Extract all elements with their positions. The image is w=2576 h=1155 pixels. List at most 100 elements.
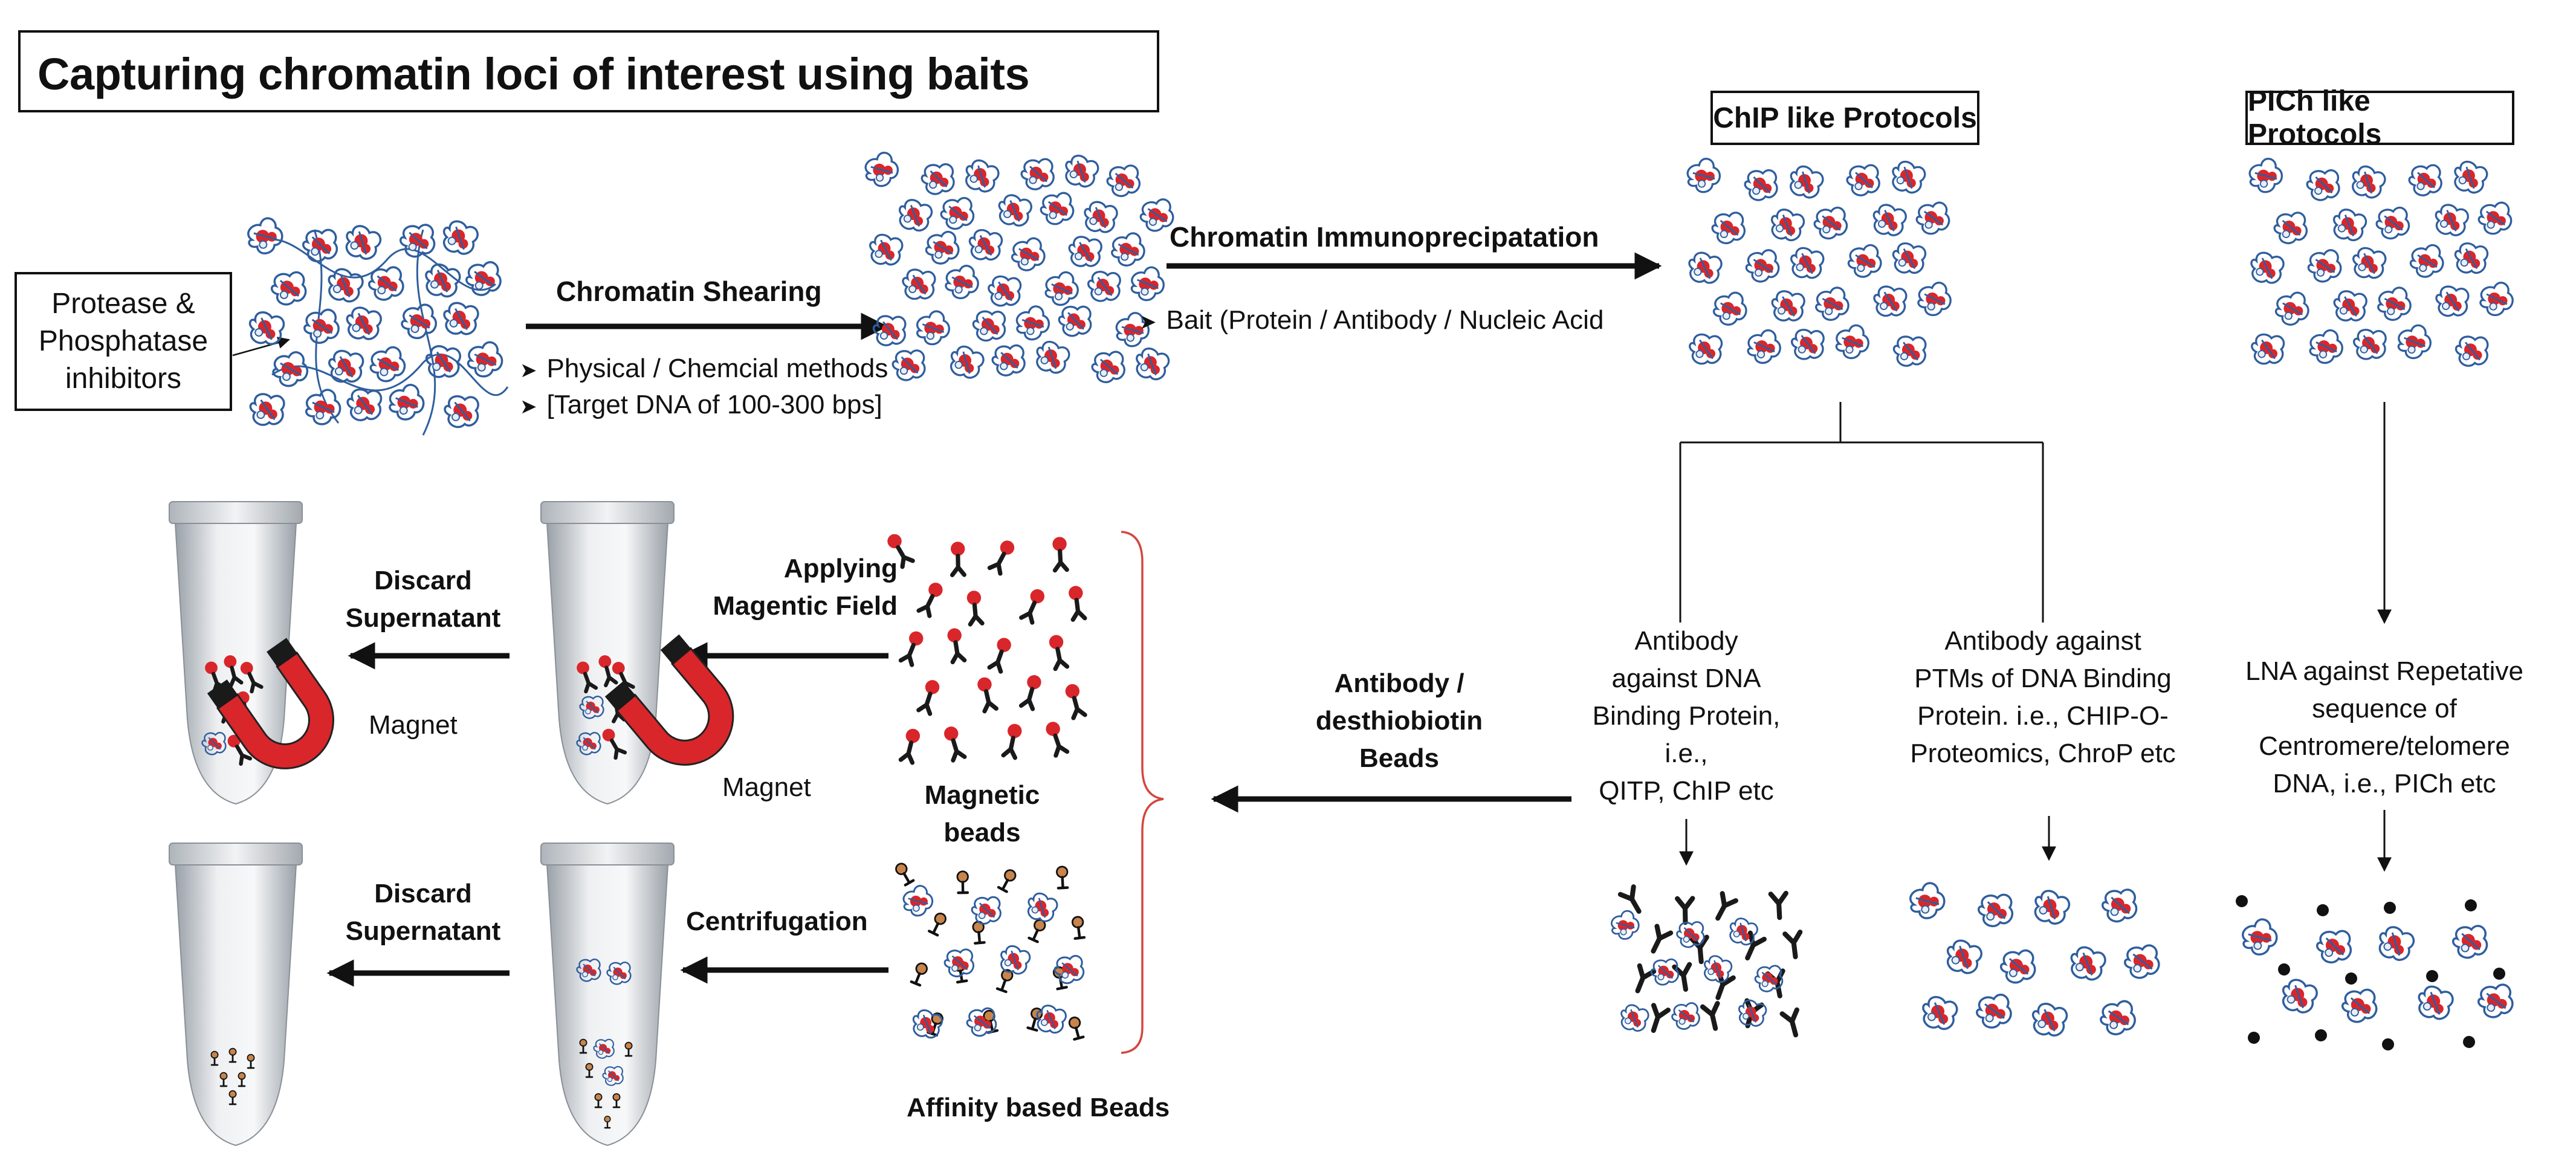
nucleosome-icon [943, 340, 988, 384]
lna-line-2: sequence of [2312, 694, 2457, 723]
antibody-icon [1692, 937, 1709, 963]
nucleosome-icon [1830, 322, 1874, 364]
antibody-icon [1646, 1005, 1668, 1032]
tube-affinity-discard [169, 843, 303, 1147]
nucleosome-icon [338, 220, 385, 266]
nucleosome-icon [321, 264, 367, 308]
nucleosome-icon [324, 346, 367, 387]
immunoprecip-bullet: ➤Bait (Protein / Antibody / Nucleic Acid [1139, 305, 1604, 335]
nucleosome-icon [1914, 200, 1952, 237]
nucleosome-icon [2450, 239, 2491, 279]
magnetic-bead-icon [917, 678, 941, 714]
lna-branch-text: LNA against Repetative sequence of Centr… [2215, 653, 2554, 803]
applying-line-1: Applying [783, 554, 898, 583]
nucleosome-icon [1129, 343, 1173, 386]
lna-probe-icon [2464, 899, 2477, 912]
nucleosome-icon [2027, 885, 2074, 931]
nucleosome-icon [2407, 163, 2443, 198]
pich-chromatin-cluster [2243, 154, 2517, 369]
nucleosome-icon [1891, 334, 1928, 369]
nucleosome-icon [2272, 211, 2309, 245]
antibody-icon [1785, 932, 1803, 957]
nucleosome-icon [1021, 888, 1061, 927]
nucleosome-icon [985, 273, 1024, 310]
lna-probe-icon [2492, 966, 2506, 981]
affinity-bead-icon [998, 869, 1017, 892]
nucleosome-icon [268, 349, 311, 390]
nucleosome-icon [992, 190, 1035, 232]
lna-bound-complexes [2233, 893, 2516, 1052]
nucleosome-icon [1681, 154, 1726, 199]
protease-line-3: inhibitors [65, 363, 182, 395]
beads-line-2: desthiobiotin [1315, 706, 1483, 736]
nucleosome-icon [1888, 239, 1929, 279]
affinity-bead-icon [911, 962, 929, 985]
nucleosome-icon [1029, 336, 1073, 380]
chip-protocols-header: ChIP like Protocols [1710, 91, 1979, 145]
nucleosome-icon [2372, 921, 2418, 967]
nucleosome-icon [2340, 988, 2379, 1024]
nucleosome-icon [994, 941, 1034, 980]
nucleosome-icon [243, 307, 288, 351]
nucleosome-icon [938, 196, 976, 231]
nucleosome-icon [1008, 235, 1049, 274]
nucleosome-icon [1783, 160, 1828, 204]
nucleosome-icon [940, 262, 983, 303]
nucleosome-icon [422, 342, 464, 382]
magnet-2 [604, 634, 734, 766]
magnetic-bead-icon [1064, 682, 1086, 718]
nucleosome-icon [910, 307, 954, 351]
nucleosome-icon [2245, 248, 2288, 289]
nucleosome-icon [1010, 302, 1055, 346]
nucleosome-icon [1675, 920, 1705, 948]
nucleosome-icon [943, 948, 975, 979]
nucleosome-icon [959, 154, 1003, 198]
magnet-label-1: Magnet [369, 710, 458, 740]
tube-centrifuged [540, 843, 675, 1147]
lna-probe-icon [2233, 893, 2250, 910]
antibody-icon [1646, 927, 1671, 955]
shearing-bullet-2-text: [Target DNA of 100-300 bps] [546, 390, 882, 419]
magnet-1 [207, 638, 334, 769]
nucleosome-icon [2315, 930, 2352, 964]
chip-tree-connector [1679, 402, 2044, 623]
nucleosome-icon [2351, 326, 2389, 363]
bullet-arrow-icon: ➤ [1139, 311, 1157, 334]
nucleosome-icon [971, 309, 1008, 343]
lna-probe-icon [2314, 1028, 2328, 1043]
ptm-branch-text: Antibody against PTMs of DNA Binding Pro… [1874, 623, 2212, 772]
nucleosome-icon [436, 215, 482, 260]
magnetic-bead-icon [917, 580, 945, 616]
nucleosome-icon [1709, 290, 1750, 329]
nucleosome-icon [2447, 156, 2491, 199]
nucleosome-icon [2122, 943, 2162, 981]
nucleosome-icon [1683, 248, 1726, 289]
nucleosome-icon [2429, 199, 2472, 242]
nucleosome-icon [2306, 169, 2341, 202]
intact-chromatin-cluster [241, 214, 509, 436]
nucleosome-icon [2248, 331, 2287, 368]
magnetic-bead-icon [976, 676, 997, 711]
nucleosome-icon [1038, 190, 1076, 227]
nucleosome-icon [1785, 243, 1827, 284]
affinity-beads-group [894, 862, 1085, 1043]
nucleosome-icon [1742, 326, 1785, 368]
nucleosome-icon [1090, 350, 1127, 384]
antibody-icon [1631, 966, 1654, 994]
nucleosome-icon [1020, 157, 1055, 192]
nucleosome-icon [1105, 164, 1142, 198]
applying-label: Applying Magentic Field [713, 550, 898, 625]
nucleosome-icon [1867, 199, 1910, 242]
nucleosome-icon [2304, 326, 2347, 368]
magnetic-bead-icon [1068, 585, 1086, 620]
magnetic-bead-icon [947, 627, 966, 662]
dna-binding-line-3: Binding Protein, [1592, 701, 1781, 731]
lna-line-1: LNA against Repetative [2245, 656, 2523, 686]
nucleosome-icon [1916, 991, 1961, 1035]
nucleosome-icon [2476, 982, 2516, 1020]
nucleosome-icon [2236, 915, 2283, 962]
nucleosome-icon [341, 303, 385, 345]
nucleosome-icon [892, 349, 926, 381]
protease-line-1: Protease & [51, 288, 195, 320]
